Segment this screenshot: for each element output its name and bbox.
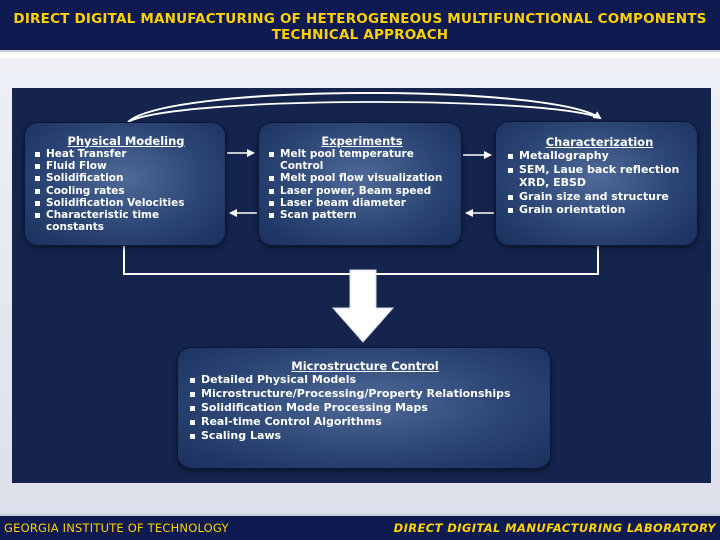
experiments-box: Experiments Melt pool temperature Contro… [258, 122, 462, 246]
list-item: Solidification [34, 172, 218, 184]
list-item: Grain orientation [507, 203, 692, 217]
physical-modeling-list: Heat Transfer Fluid Flow Solidification … [34, 148, 218, 233]
list-item: Cooling rates [34, 185, 218, 197]
list-item: SEM, Laue back reflection XRD, EBSD [507, 163, 692, 190]
experiments-title: Experiments [321, 134, 403, 148]
list-item: Scan pattern [268, 209, 456, 221]
list-item: Detailed Physical Models [189, 373, 541, 387]
characterization-list: Metallography SEM, Laue back reflection … [507, 149, 692, 217]
footer-institution: GEORGIA INSTITUTE OF TECHNOLOGY [4, 521, 229, 535]
list-item: Laser beam diameter [268, 197, 456, 209]
list-item: Characteristic time constants [34, 209, 218, 233]
list-item: Melt pool flow visualization [268, 172, 456, 184]
list-item: Microstructure/Processing/Property Relat… [189, 387, 541, 401]
list-item: Fluid Flow [34, 160, 218, 172]
list-item: Melt pool temperature Control [268, 148, 456, 172]
microstructure-control-title: Microstructure Control [291, 359, 439, 373]
slide-footer: GEORGIA INSTITUTE OF TECHNOLOGY DIRECT D… [0, 514, 720, 540]
characterization-box: Characterization Metallography SEM, Laue… [495, 121, 698, 246]
list-item: Laser power, Beam speed [268, 185, 456, 197]
list-item: Heat Transfer [34, 148, 218, 160]
header-divider [0, 54, 720, 58]
experiments-list: Melt pool temperature Control Melt pool … [268, 148, 456, 221]
footer-lab-name: DIRECT DIGITAL MANUFACTURING LABORATORY [393, 521, 716, 535]
header-title-line1: DIRECT DIGITAL MANUFACTURING OF HETEROGE… [13, 11, 707, 27]
list-item: Metallography [507, 149, 692, 163]
list-item: Real-time Control Algorithms [189, 415, 541, 429]
characterization-title: Characterization [545, 135, 654, 149]
slide-header: DIRECT DIGITAL MANUFACTURING OF HETEROGE… [0, 0, 720, 52]
list-item: Solidification Velocities [34, 197, 218, 209]
physical-modeling-box: Physical Modeling Heat Transfer Fluid Fl… [24, 122, 226, 246]
list-item: Grain size and structure [507, 190, 692, 204]
microstructure-control-box: Microstructure Control Detailed Physical… [177, 347, 551, 469]
physical-modeling-title: Physical Modeling [67, 134, 185, 148]
header-title-line2: TECHNICAL APPROACH [271, 27, 449, 43]
list-item: Scaling Laws [189, 429, 541, 443]
microstructure-control-list: Detailed Physical Models Microstructure/… [189, 373, 541, 443]
list-item: Solidification Mode Processing Maps [189, 401, 541, 415]
